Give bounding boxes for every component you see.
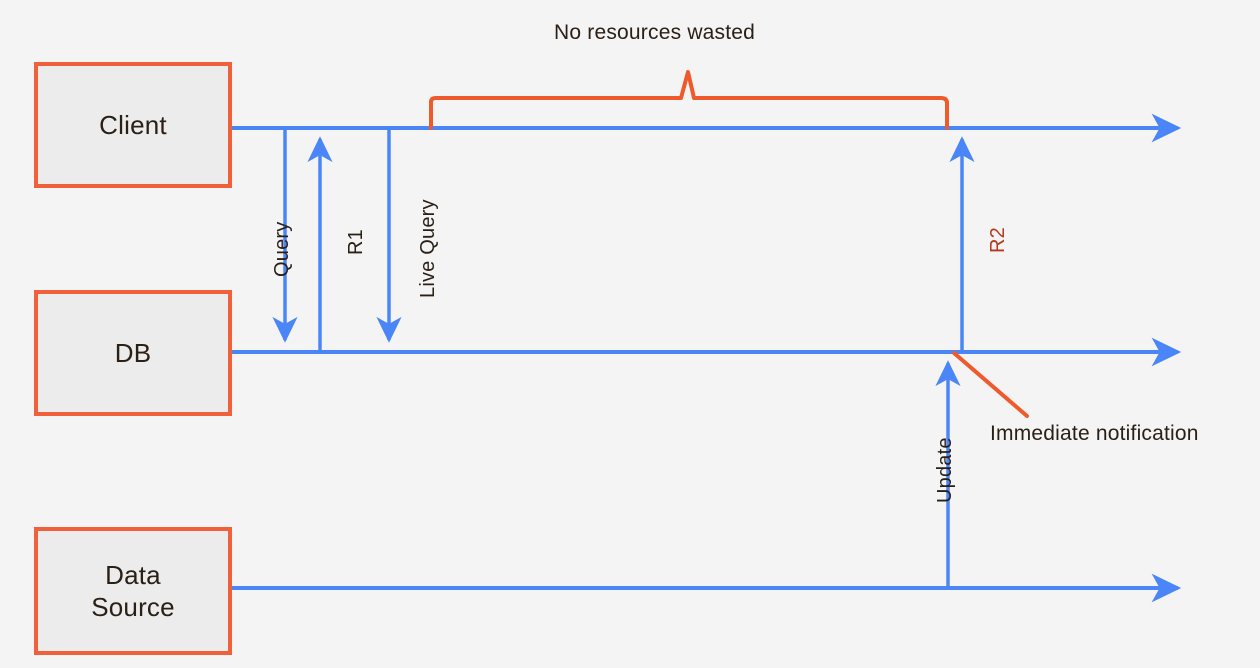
message-label-update: Update (934, 437, 956, 503)
message-label-live-query: Live Query (417, 199, 439, 298)
annotation-no-resources-wasted: No resources wasted (554, 21, 756, 44)
message-label-r1: R1 (345, 229, 367, 255)
actor-box-db[interactable]: DB (34, 290, 232, 416)
leader-line-immediate-notification (952, 351, 1029, 418)
message-label-r2: R2 (987, 227, 1009, 253)
actor-box-client[interactable]: Client (34, 62, 232, 188)
brace-no-resources-wasted (429, 70, 949, 130)
actor-box-data-source[interactable]: Data Source (34, 527, 232, 655)
annotation-immediate-notification: Immediate notification (990, 422, 1199, 445)
message-label-query: Query (271, 221, 293, 277)
